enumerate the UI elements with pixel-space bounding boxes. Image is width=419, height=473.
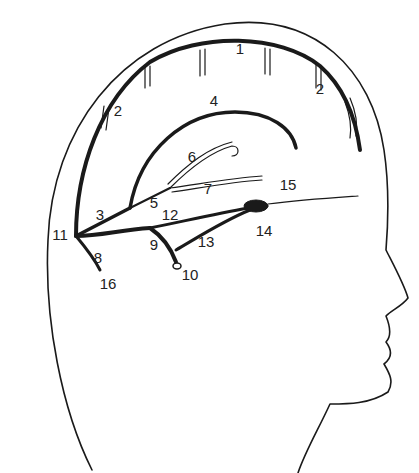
callout-number: 1	[235, 41, 245, 56]
callout-number: 15	[279, 177, 298, 192]
callout-number: 16	[99, 276, 118, 291]
callout-number: 2	[315, 81, 325, 96]
callout-number: 10	[181, 267, 200, 282]
inferior-petrosal-sinus	[176, 210, 250, 250]
internal-cerebral-vein	[168, 142, 238, 188]
callout-number: 2	[113, 103, 123, 118]
internal-jugular-vein	[173, 263, 181, 269]
callout-number: 3	[95, 207, 105, 222]
callout-number: 7	[203, 181, 213, 196]
callout-number: 5	[149, 195, 159, 210]
callout-number: 13	[197, 234, 216, 249]
basal-vein	[170, 176, 262, 192]
callout-number: 4	[209, 93, 219, 108]
head-outline	[47, 22, 408, 473]
transverse-sinus	[76, 228, 150, 236]
bridging-veins	[101, 48, 357, 138]
cavernous-sinus	[244, 200, 268, 212]
callout-number: 9	[149, 237, 159, 252]
ophthalmic-vein	[268, 196, 358, 204]
callout-number: 14	[255, 223, 274, 238]
callout-number: 6	[187, 149, 197, 164]
superior-sagittal-sinus	[76, 41, 360, 236]
callout-number: 11	[51, 227, 69, 242]
callout-number: 8	[93, 250, 103, 265]
callout-number: 12	[161, 207, 180, 222]
